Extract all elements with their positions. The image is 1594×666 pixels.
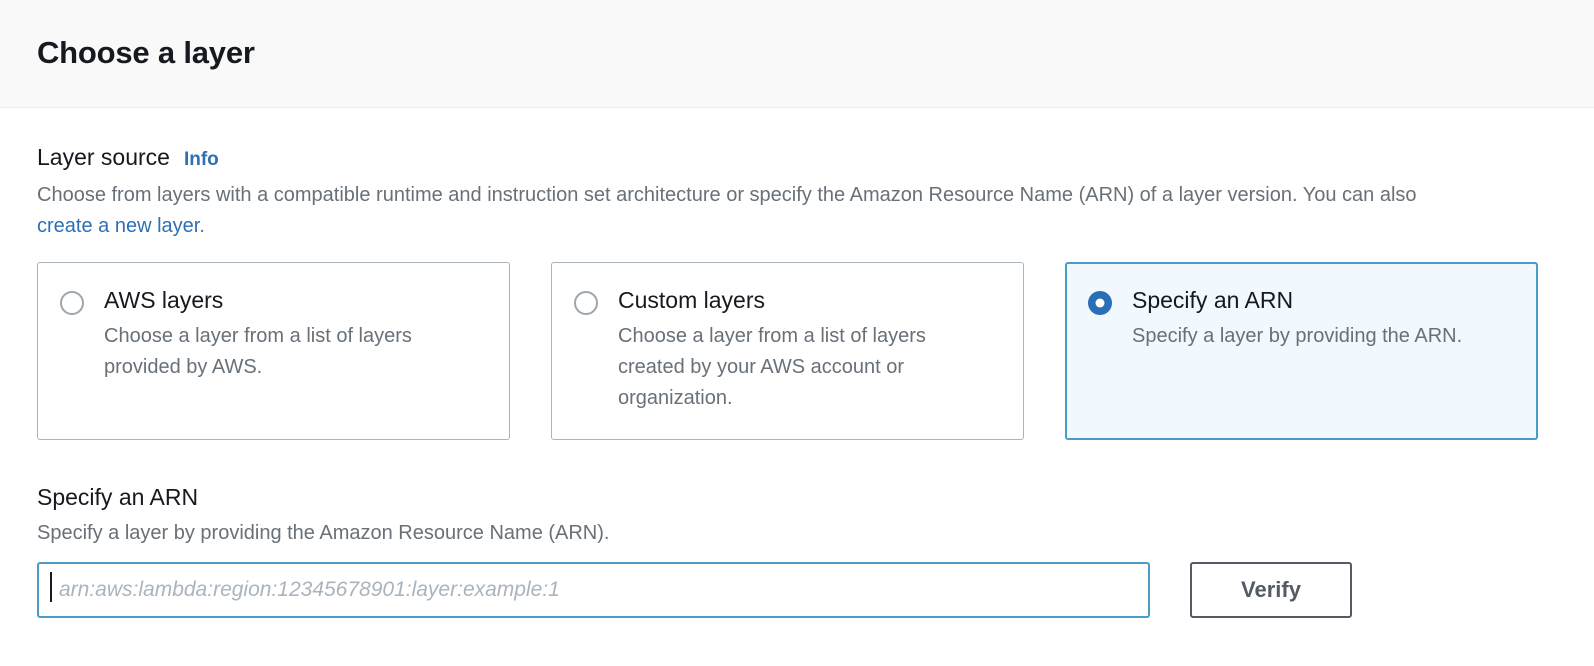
- radio-tile-aws-layers-text: AWS layers Choose a layer from a list of…: [104, 287, 464, 383]
- layer-source-radio-group: AWS layers Choose a layer from a list of…: [37, 261, 1557, 440]
- radio-tile-specify-an-arn[interactable]: Specify an ARN Specify a layer by provid…: [1065, 261, 1538, 440]
- panel-header: Choose a layer: [0, 0, 1594, 108]
- radio-icon-custom-layers[interactable]: [574, 290, 598, 315]
- panel-body: Layer source Info Choose from layers wit…: [0, 108, 1594, 619]
- radio-icon-specify-an-arn[interactable]: [1088, 290, 1112, 315]
- verify-button[interactable]: Verify: [1190, 562, 1352, 619]
- arn-section: Specify an ARN Specify a layer by provid…: [37, 484, 1557, 619]
- arn-input[interactable]: [37, 562, 1150, 619]
- layer-source-description-text-2: .: [199, 214, 205, 237]
- layer-source-label: Layer source: [37, 144, 170, 170]
- radio-tile-custom-layers[interactable]: Custom layers Choose a layer from a list…: [551, 261, 1024, 440]
- radio-tile-custom-layers-text: Custom layers Choose a layer from a list…: [618, 287, 978, 414]
- layer-source-description-text-1: Choose from layers with a compatible run…: [37, 183, 1417, 206]
- arn-label: Specify an ARN: [37, 483, 199, 510]
- radio-tile-custom-layers-title: Custom layers: [618, 286, 765, 313]
- layer-source-label-row: Layer source Info: [37, 108, 1557, 172]
- radio-tile-specify-an-arn-title: Specify an ARN: [1132, 286, 1294, 313]
- radio-tile-specify-an-arn-text: Specify an ARN Specify a layer by provid…: [1132, 287, 1462, 352]
- radio-tile-specify-an-arn-description: Specify a layer by providing the ARN.: [1132, 325, 1463, 348]
- radio-tile-custom-layers-description: Choose a layer from a list of layers cre…: [618, 325, 926, 410]
- text-cursor: [50, 572, 52, 602]
- create-a-new-layer-link[interactable]: create a new layer: [37, 214, 200, 237]
- radio-icon-aws-layers[interactable]: [60, 290, 84, 315]
- radio-tile-aws-layers-title: AWS layers: [104, 286, 224, 313]
- radio-tile-aws-layers[interactable]: AWS layers Choose a layer from a list of…: [37, 261, 510, 440]
- layer-source-description: Choose from layers with a compatible run…: [37, 180, 1477, 242]
- arn-input-row: Verify: [37, 562, 1557, 619]
- arn-description: Specify a layer by providing the Amazon …: [37, 522, 610, 545]
- radio-tile-aws-layers-description: Choose a layer from a list of layers pro…: [104, 325, 412, 379]
- page-title: Choose a layer: [37, 35, 255, 71]
- info-link[interactable]: Info: [183, 149, 219, 170]
